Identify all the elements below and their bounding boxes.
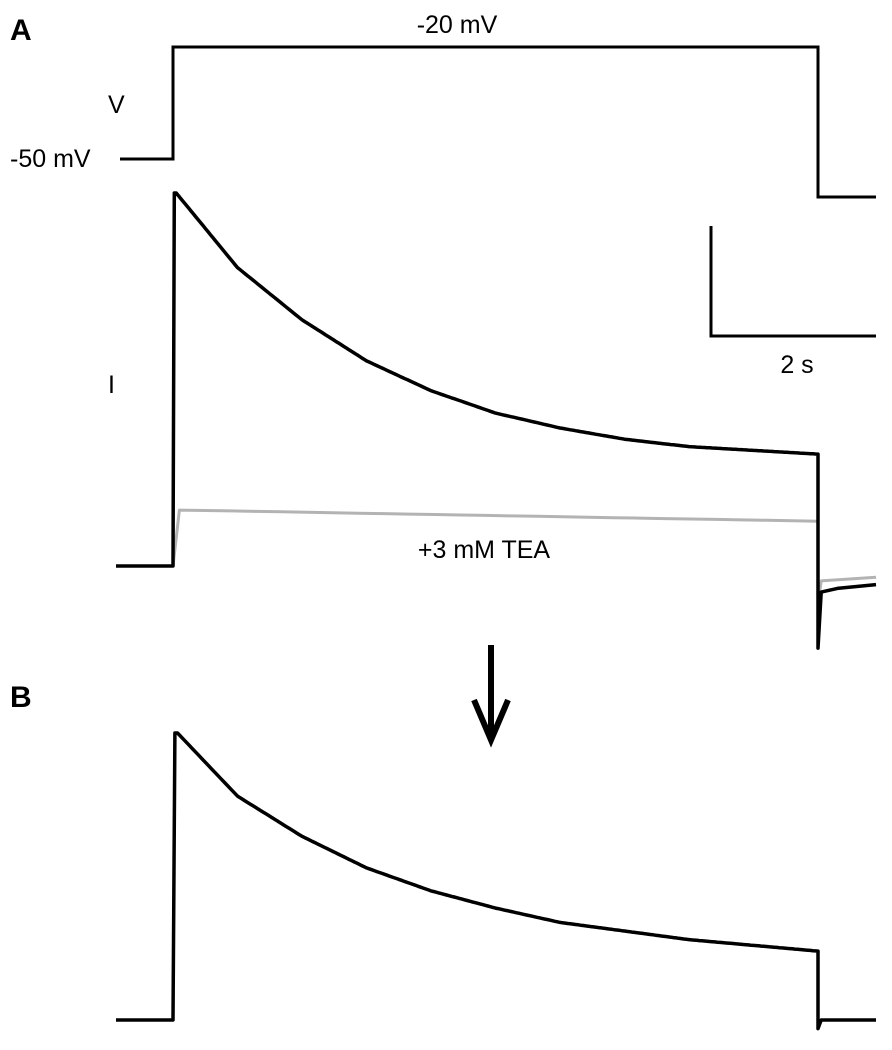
voltage-protocol-trace [120,45,876,199]
holding-potential-label: -50 mV [10,145,91,173]
current-axis-label: I [108,371,115,399]
tea-label: +3 mM TEA [418,536,551,564]
panel-b-letter: B [10,681,32,714]
voltage-protocol [120,45,876,199]
current-traces-panel-a [116,191,877,650]
scale-bar: 2 s [709,226,876,379]
arrow-head [471,698,511,748]
voltage-axis-label: V [108,91,125,119]
panel-a-letter: A [10,14,32,47]
control-current-trace [116,191,877,650]
step-potential-label: -20 mV [417,11,498,39]
current-trace-panel-b [116,731,876,1031]
subtracted-current-trace [116,731,876,1031]
scale-bar-time-label: 2 s [780,351,813,379]
tea-current-trace [116,508,877,605]
down-arrow-icon [471,645,511,748]
